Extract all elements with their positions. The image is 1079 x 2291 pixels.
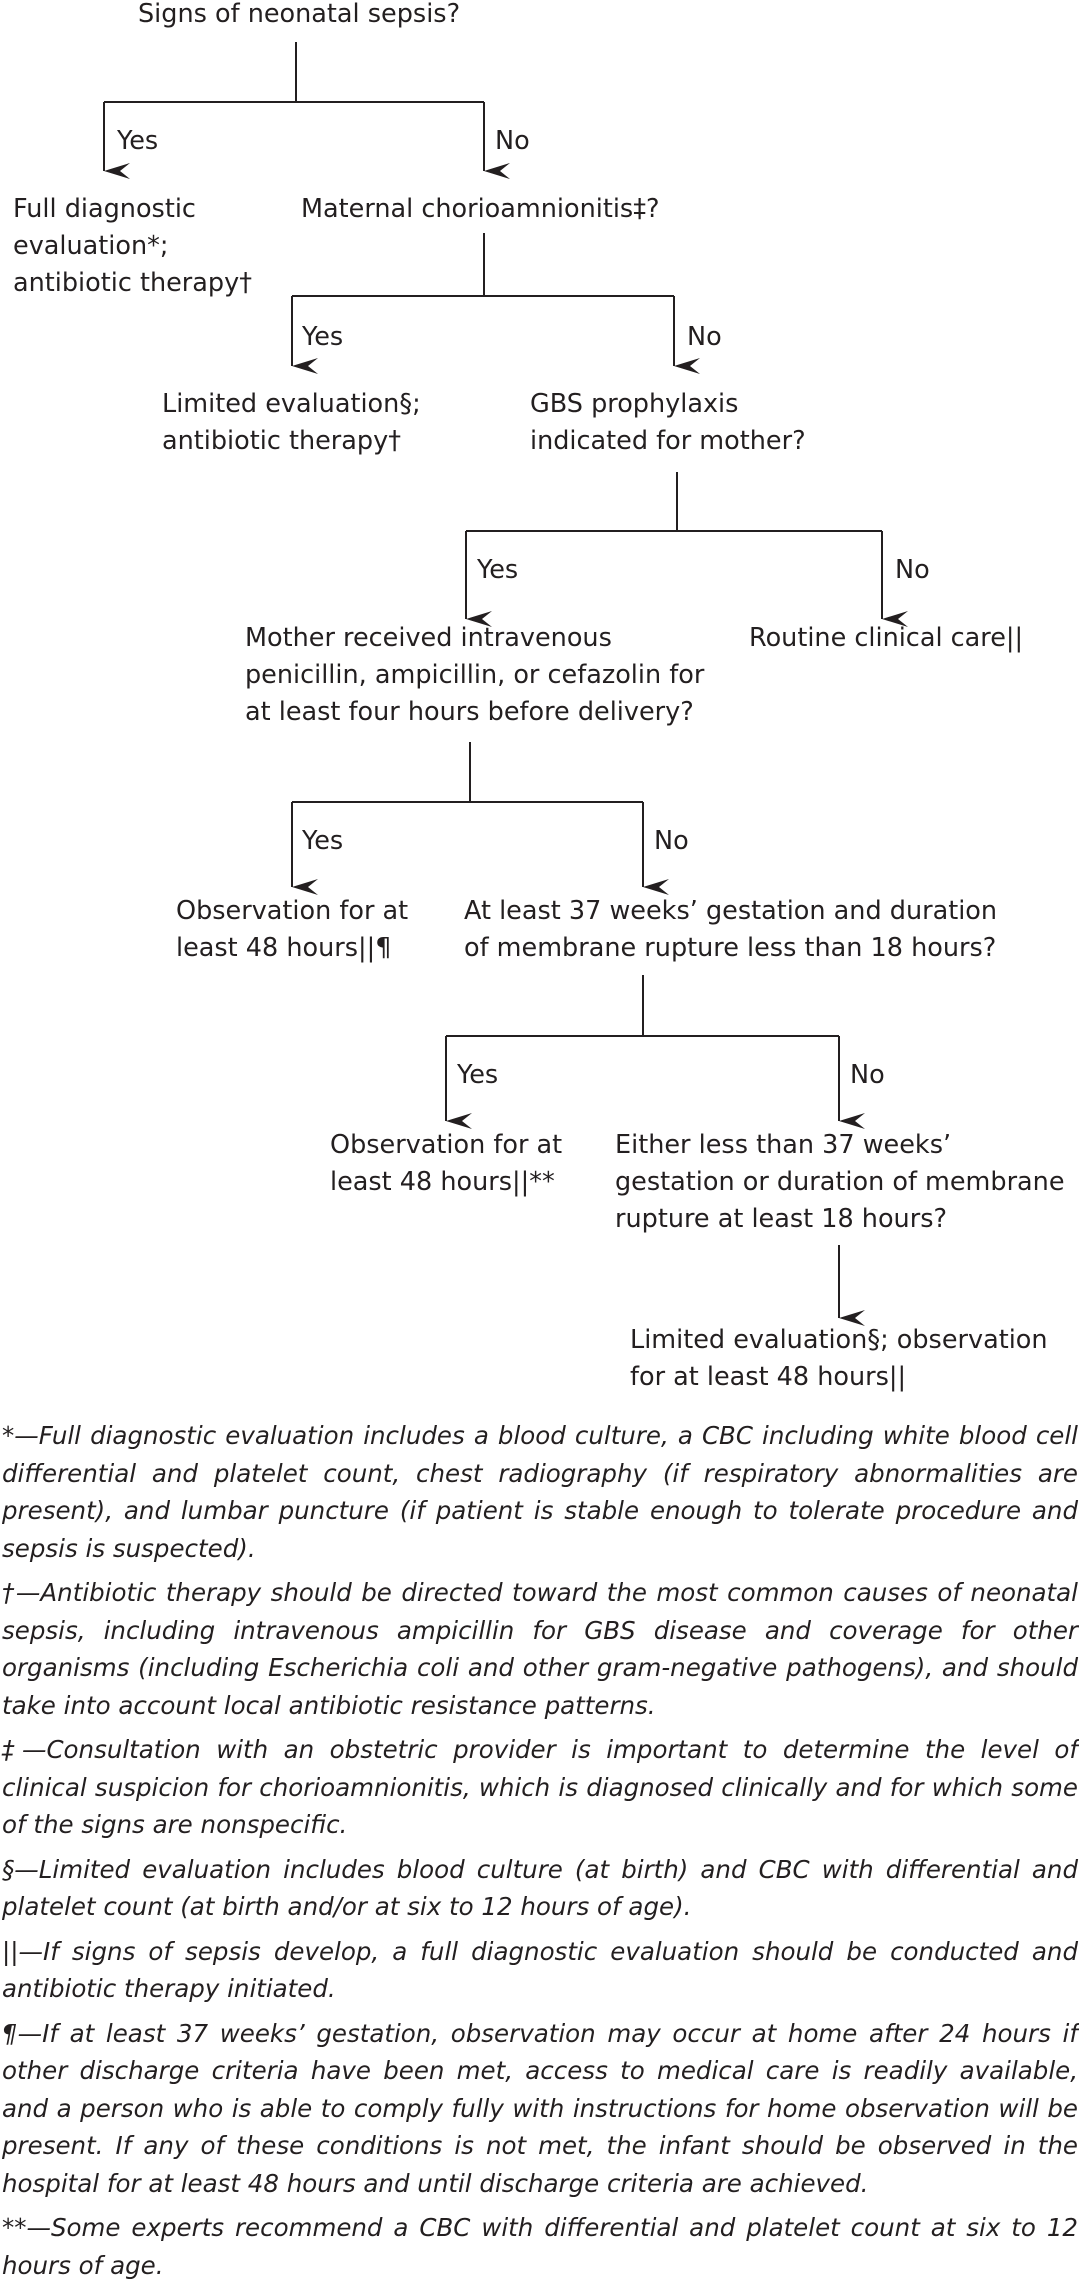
question-gbs-prophylaxis: GBS prophylaxis indicated for mother? xyxy=(530,389,806,456)
footnote-home-observation: ¶—If at least 37 weeks’ gestation, obser… xyxy=(2,2018,1078,2198)
label-sepsis-no: No xyxy=(495,126,530,156)
connector-sepsis xyxy=(104,42,484,103)
connector-chorio xyxy=(292,233,674,297)
label-37wk-yes: Yes xyxy=(457,1060,499,1090)
connector-37wk xyxy=(446,975,839,1037)
question-37-weeks: At least 37 weeks’ gestation and duratio… xyxy=(464,896,998,963)
footnote-antibiotic-therapy: †—Antibiotic therapy should be directed … xyxy=(2,1578,1078,1720)
label-iv-yes: Yes xyxy=(302,826,344,856)
footnote-limited-evaluation: §—Limited evaluation includes blood cult… xyxy=(2,1854,1078,1922)
question-iv-antibiotics: Mother received intravenous penicillin, … xyxy=(245,623,705,727)
footnote-full-evaluation: *—Full diagnostic evaluation includes a … xyxy=(2,1421,1078,1563)
label-sepsis-yes: Yes xyxy=(117,126,159,156)
connector-iv xyxy=(292,742,643,803)
label-37wk-no: No xyxy=(850,1060,885,1090)
footnote-signs-develop: ||—If signs of sepsis develop, a full di… xyxy=(2,1936,1078,2004)
outcome-observation-48h: Observation for at least 48 hours||¶ xyxy=(176,896,409,963)
label-chorio-yes: Yes xyxy=(302,322,344,352)
footnote-chorioamnionitis: ‡—Consultation with an obstetric provide… xyxy=(2,1735,1078,1839)
label-chorio-no: No xyxy=(687,322,722,352)
outcome-limited-evaluation: Limited evaluation§; antibiotic therapy† xyxy=(162,389,421,456)
outcome-full-evaluation: Full diagnostic evaluation*; antibiotic … xyxy=(13,194,252,298)
question-signs-of-sepsis: Signs of neonatal sepsis? xyxy=(138,0,461,29)
question-either-condition: Either less than 37 weeks’ gestation or … xyxy=(615,1130,1065,1234)
footnotes: *—Full diagnostic evaluation includes a … xyxy=(2,1417,1078,2291)
label-gbs-no: No xyxy=(895,555,930,585)
outcome-observation-48h-b: Observation for at least 48 hours||** xyxy=(330,1130,563,1197)
question-chorioamnionitis: Maternal chorioamnionitis‡? xyxy=(301,194,660,224)
outcome-routine-care: Routine clinical care|| xyxy=(749,623,1024,653)
label-iv-no: No xyxy=(654,826,689,856)
footnote-cbc-recommendation: **—Some experts recommend a CBC with dif… xyxy=(2,2213,1078,2280)
label-gbs-yes: Yes xyxy=(477,555,519,585)
flowchart-connectors xyxy=(103,42,908,1326)
connector-gbs xyxy=(466,472,882,532)
outcome-limited-evaluation-observation: Limited evaluation§; observation for at … xyxy=(630,1325,1048,1392)
